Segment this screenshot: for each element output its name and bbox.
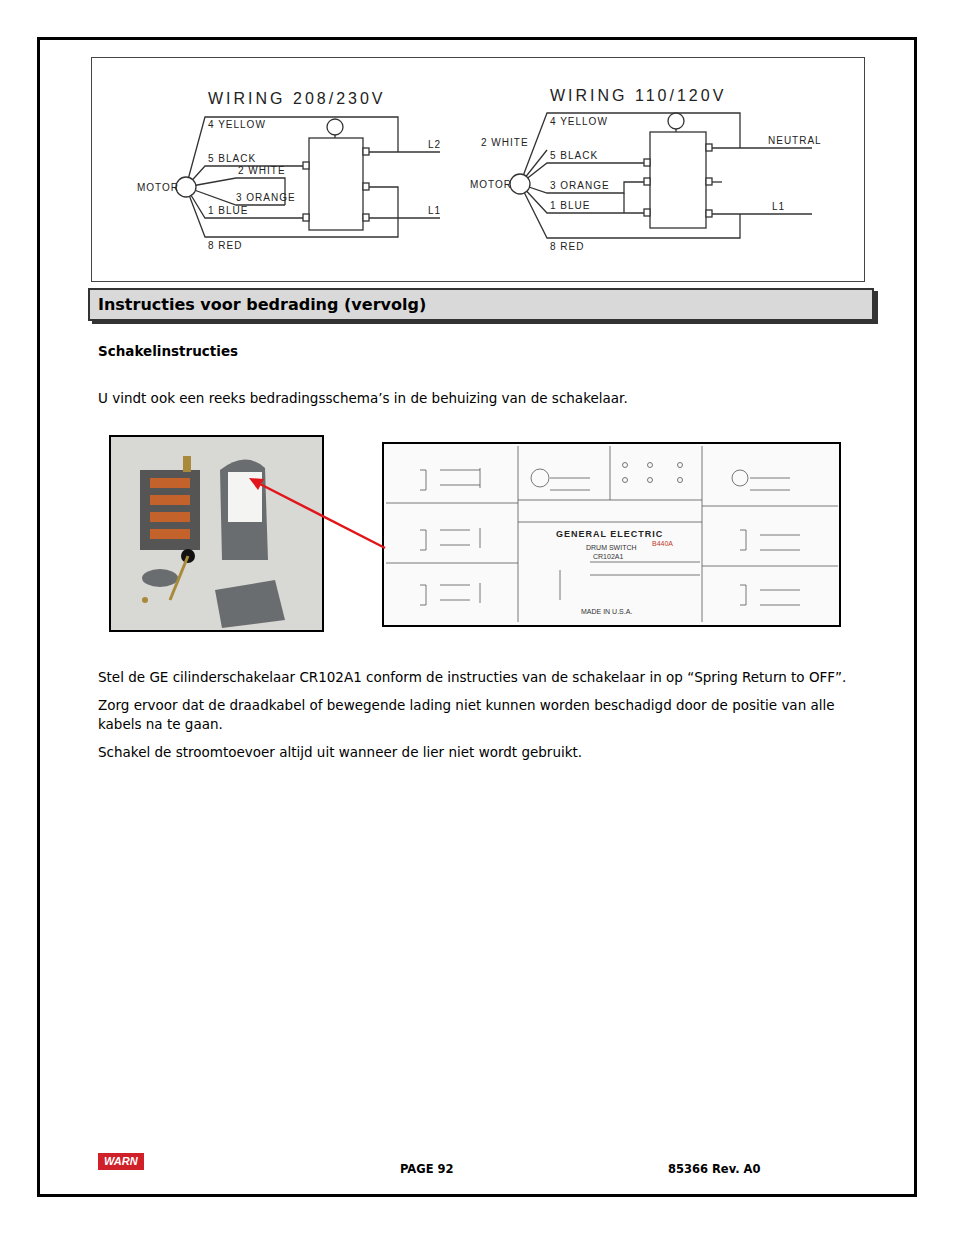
wire-label: 8 RED (550, 241, 584, 253)
line-label: L1 (772, 201, 785, 213)
wire-label: 3 ORANGE (550, 180, 610, 192)
diagram-title: WIRING 208/230V (208, 90, 386, 108)
label-text: CR102A1 (593, 553, 623, 561)
brand-logo: WARN (98, 1153, 144, 1170)
section-band: Instructies voor bedrading (vervolg) (88, 288, 874, 321)
paragraph: Schakel de stroomtoevoer altijd uit wann… (98, 743, 878, 762)
paragraph: Zorg ervoor dat de draadkabel of bewegen… (98, 696, 858, 734)
wire-label: 1 BLUE (208, 205, 248, 217)
brand-name: GENERAL ELECTRIC (556, 529, 663, 539)
page-number: PAGE 92 (400, 1163, 454, 1176)
paragraph: U vindt ook een reeks bedradingsschema’s… (98, 389, 628, 408)
paragraph: Stel de GE cilinderschakelaar CR102A1 co… (98, 668, 878, 687)
motor-label: MOTOR (137, 182, 179, 194)
page-border (39, 39, 916, 1196)
section-heading: Instructies voor bedrading (vervolg) (90, 290, 872, 319)
diagram-frame (92, 58, 865, 282)
switch-photo (110, 436, 323, 631)
label-text: MADE IN U.S.A. (581, 608, 632, 616)
wire-label: 3 ORANGE (236, 192, 296, 204)
leader-arrow (249, 478, 385, 548)
motor-label: MOTOR (470, 179, 512, 191)
wire-label: 4 YELLOW (550, 116, 608, 128)
wire-label: 1 BLUE (550, 200, 590, 212)
wire-label: 5 BLACK (550, 150, 598, 162)
handwritten-mark: B440A (652, 540, 673, 548)
switch-label-photo (383, 443, 840, 626)
label-text: DRUM SWITCH (586, 544, 637, 552)
line-label: NEUTRAL (768, 135, 822, 147)
document-number: 85366 Rev. A0 (668, 1163, 761, 1176)
line-label: L2 (428, 139, 441, 151)
line-label: L1 (428, 205, 441, 217)
subheading: Schakelinstructies (98, 342, 238, 361)
wire-label: 8 RED (208, 240, 242, 252)
wiring-208-230 (176, 117, 440, 237)
wire-label: 4 YELLOW (208, 119, 266, 131)
diagram-title: WIRING 110/120V (550, 87, 726, 105)
wire-label: 2 WHITE (238, 165, 286, 177)
wire-label: 2 WHITE (481, 137, 529, 149)
wire-label: 5 BLACK (208, 153, 256, 165)
wiring-110-120 (510, 113, 812, 238)
